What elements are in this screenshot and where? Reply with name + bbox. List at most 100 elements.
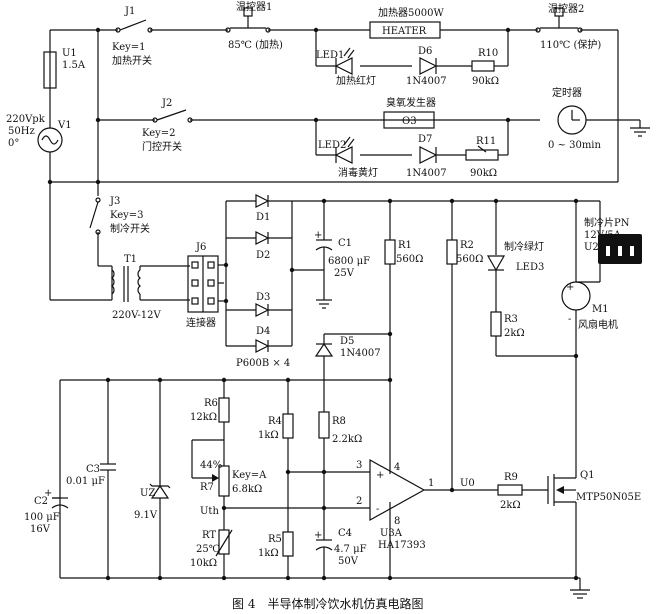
label-pn-title: 制冷片PN bbox=[584, 216, 630, 229]
diode-d7-symbol bbox=[419, 146, 438, 164]
label-cool-switch: 制冷开关 bbox=[110, 222, 150, 235]
label-r5: R5 bbox=[268, 534, 282, 545]
label-r2-val: 560Ω bbox=[456, 254, 483, 265]
label-r11-val: 90kΩ bbox=[470, 168, 497, 179]
label-c4: C4 bbox=[338, 528, 352, 539]
label-rt-temp: 25℃ bbox=[196, 544, 220, 555]
label-r9-val: 2kΩ bbox=[500, 500, 521, 511]
label-d2: D2 bbox=[256, 250, 270, 261]
label-r4-val: 1kΩ bbox=[258, 430, 279, 441]
label-c3-val: 0.01 μF bbox=[66, 476, 105, 487]
label-c2-val: 100 μF bbox=[24, 512, 60, 523]
component-labels: J1 Key=1 加热开关 温控器1 85℃ (加热) 加热器5000W HEA… bbox=[6, 0, 641, 569]
figure-caption: 图 4 半导体制冷饮水机仿真电路图 bbox=[232, 596, 423, 611]
label-pin4: 4 bbox=[394, 462, 400, 473]
label-j3: J3 bbox=[109, 196, 120, 207]
label-fan: 风扇电机 bbox=[578, 318, 618, 331]
bridge-rectifier bbox=[218, 194, 324, 353]
switch-j3 bbox=[89, 197, 112, 267]
label-fan-minus: - bbox=[568, 314, 571, 325]
label-door-switch: 门控开关 bbox=[142, 140, 182, 153]
led1-symbol bbox=[334, 47, 355, 75]
label-pn-spec: 12V/5A bbox=[584, 230, 622, 241]
mains-wiring bbox=[49, 29, 650, 301]
label-r7: R7 bbox=[200, 482, 214, 493]
label-pin2: 2 bbox=[356, 496, 362, 507]
svg-text:+: + bbox=[376, 470, 384, 481]
capacitor-c2 bbox=[51, 497, 69, 509]
label-r11: R11 bbox=[476, 136, 496, 147]
label-pin3: 3 bbox=[356, 460, 362, 471]
label-c4-val: 4.7 μF bbox=[334, 544, 367, 555]
label-c4-v: 50V bbox=[338, 556, 359, 567]
label-ha: HA17393 bbox=[378, 540, 426, 551]
label-d6: D6 bbox=[418, 46, 432, 57]
label-temp85: 85℃ (加热) bbox=[228, 38, 283, 51]
label-d5-type: 1N4007 bbox=[340, 348, 381, 359]
junction-dots bbox=[47, 27, 579, 581]
svg-text:-: - bbox=[376, 504, 379, 515]
label-r8-val: 2.2kΩ bbox=[332, 434, 362, 445]
label-led1-desc: 加热红灯 bbox=[336, 74, 376, 87]
label-j6: J6 bbox=[195, 242, 206, 253]
resistor-r10 bbox=[471, 60, 495, 72]
label-v-freq: 50Hz bbox=[8, 126, 35, 137]
label-t1-val: 220V-12V bbox=[112, 310, 161, 321]
diode-d6-symbol bbox=[419, 57, 438, 75]
label-d1: D1 bbox=[256, 212, 270, 223]
resistor-r11 bbox=[465, 145, 499, 161]
thermostat-2-switch bbox=[535, 7, 583, 33]
label-q1: Q1 bbox=[580, 470, 595, 481]
label-uz: UZ bbox=[140, 488, 155, 499]
label-ozone-box: O3 bbox=[402, 116, 417, 127]
label-r2: R2 bbox=[460, 240, 474, 251]
label-r7-key: Key=A bbox=[232, 470, 267, 481]
label-r5-val: 1kΩ bbox=[258, 548, 279, 559]
label-d7-type: 1N4007 bbox=[406, 168, 447, 179]
connector-j6 bbox=[187, 255, 219, 313]
label-d4: D4 bbox=[256, 326, 270, 337]
label-thermostat2: 温控器2 bbox=[548, 2, 584, 15]
label-u1: U1 bbox=[62, 48, 77, 59]
label-pct: 44% bbox=[200, 460, 222, 471]
label-key1: Key=1 bbox=[112, 42, 146, 53]
label-v-phase: 0° bbox=[8, 138, 19, 149]
label-led1: LED1 bbox=[316, 50, 344, 61]
label-u3a: U3A bbox=[380, 528, 403, 539]
label-r3-val: 2kΩ bbox=[504, 328, 525, 339]
label-v-supply: 220Vpk bbox=[6, 114, 46, 125]
heater-box bbox=[369, 21, 441, 39]
transformer-t1 bbox=[111, 265, 190, 302]
label-plus-c1: + bbox=[314, 230, 322, 241]
label-ozone-title: 臭氧发生器 bbox=[386, 96, 436, 109]
label-r10: R10 bbox=[478, 48, 498, 59]
label-u1-val: 1.5A bbox=[62, 60, 86, 71]
label-v1: V1 bbox=[57, 120, 72, 131]
label-uz-val: 9.1V bbox=[134, 510, 158, 521]
label-t1: T1 bbox=[124, 254, 137, 265]
ac-source-symbol bbox=[37, 127, 63, 153]
comparator-u3a bbox=[369, 458, 426, 522]
ozone-box bbox=[383, 111, 435, 129]
label-timer: 定时器 bbox=[552, 86, 582, 99]
label-led3: LED3 bbox=[516, 262, 544, 273]
label-u2: U2 bbox=[584, 242, 599, 253]
label-j1: J1 bbox=[124, 6, 135, 17]
label-thermostat1: 温控器1 bbox=[236, 0, 272, 13]
label-green-lamp: 制冷绿灯 bbox=[504, 240, 544, 253]
label-connector: 连接器 bbox=[186, 316, 216, 329]
label-r10-val: 90kΩ bbox=[472, 76, 499, 87]
label-c1-v: 25V bbox=[334, 268, 355, 279]
label-r6: R6 bbox=[204, 398, 218, 409]
label-rt-val: 10kΩ bbox=[190, 558, 217, 569]
label-temp110: 110℃ (保护) bbox=[540, 38, 601, 51]
label-uth: Uth bbox=[200, 506, 219, 517]
label-r1: R1 bbox=[398, 240, 412, 251]
label-key2: Key=2 bbox=[142, 128, 176, 139]
label-fan-plus: + bbox=[566, 282, 574, 293]
diode-d5-symbol bbox=[314, 333, 390, 412]
switch-j2 bbox=[152, 109, 193, 123]
label-r1-val: 560Ω bbox=[396, 254, 423, 265]
